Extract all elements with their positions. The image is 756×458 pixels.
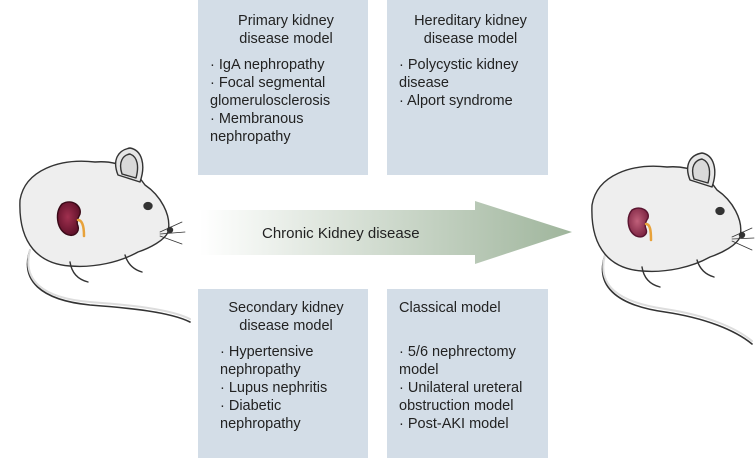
box-title-line: Classical model [399, 300, 501, 316]
box-item-line: · Diabetic [220, 398, 282, 414]
ureter-left [76, 218, 86, 238]
mouse-right-illustration [591, 152, 755, 345]
box-item-line: obstruction model [399, 398, 514, 414]
ckd-arrow [200, 201, 572, 264]
box-title-line: Primary kidney [238, 13, 334, 29]
box-title-line: disease model [423, 31, 518, 47]
secondary-kidney-disease-box: Secondary kidney disease model · Hyperte… [198, 289, 368, 458]
box-item-line: disease [399, 75, 449, 91]
box-item-line: · 5/6 nephrectomy [399, 344, 516, 360]
classical-model-box: Classical model · 5/6 nephrectomy model … [387, 289, 548, 458]
box-item-line: · Alport syndrome [399, 93, 513, 109]
ureter-right [644, 222, 653, 242]
box-item-line: nephropathy [220, 416, 301, 432]
box-item-line: · Polycystic kidney [399, 57, 519, 73]
kidney-right [627, 207, 649, 238]
hereditary-kidney-disease-box: Hereditary kidney disease model · Polycy… [387, 0, 548, 175]
primary-kidney-disease-box: Primary kidney disease model · IgA nephr… [198, 0, 368, 175]
box-item-line: · Hypertensive [220, 344, 314, 360]
box-item-line: nephropathy [210, 129, 291, 145]
mouse-left-illustration [19, 147, 191, 323]
box-item-line: glomerulosclerosis [210, 93, 331, 109]
box-item-line: model [399, 362, 439, 378]
box-item-line: · IgA nephropathy [210, 57, 325, 73]
box-item-line: · Post-AKI model [399, 416, 509, 432]
box-title-line: disease model [239, 318, 333, 334]
box-item-line: nephropathy [220, 362, 301, 378]
box-item-line: · Focal segmental [210, 75, 326, 91]
box-title-line: Secondary kidney [228, 300, 344, 316]
kidney-left [56, 201, 81, 236]
box-item-line: · Unilateral ureteral [399, 380, 523, 396]
box-title-line: disease model [239, 31, 333, 47]
box-title-line: Hereditary kidney [414, 13, 527, 29]
ckd-arrow-label: Chronic Kidney disease [262, 225, 420, 242]
box-item-line: · Membranous [210, 111, 304, 127]
box-item-line: · Lupus nephritis [220, 380, 328, 396]
